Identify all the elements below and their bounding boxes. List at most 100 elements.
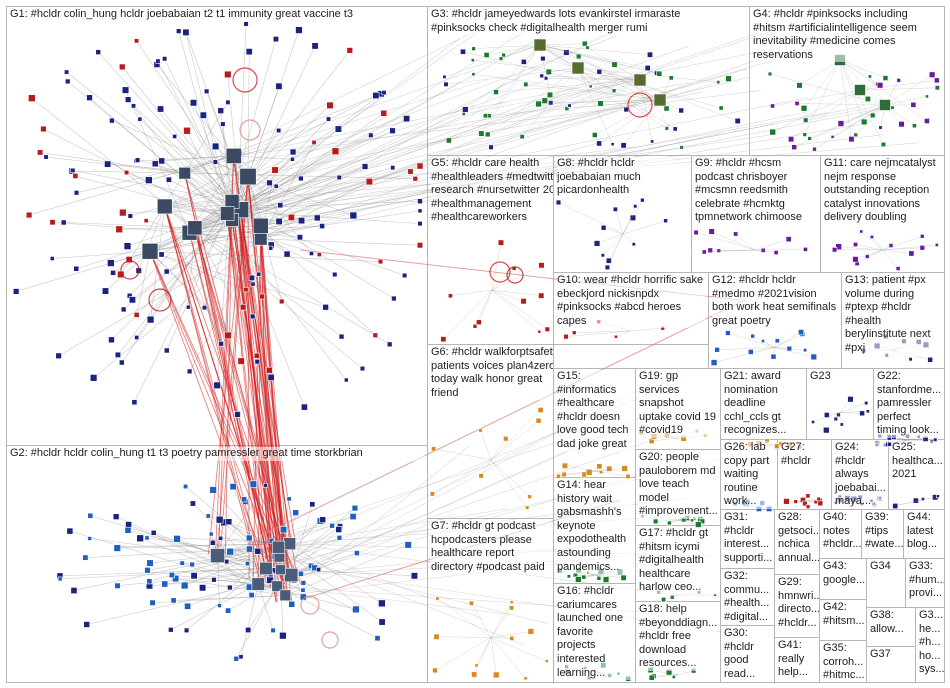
vertex bbox=[279, 526, 288, 534]
vertex bbox=[563, 49, 570, 56]
vertex bbox=[331, 147, 340, 156]
vertex bbox=[391, 295, 397, 302]
edge bbox=[839, 59, 886, 79]
vertex bbox=[190, 572, 198, 580]
edge bbox=[437, 598, 492, 638]
vertex bbox=[493, 671, 500, 679]
vertex bbox=[520, 298, 527, 305]
edge bbox=[450, 289, 493, 297]
vertex bbox=[934, 77, 940, 84]
vertex bbox=[401, 272, 408, 279]
vertex bbox=[245, 626, 252, 633]
vertex bbox=[175, 28, 182, 34]
vertex bbox=[114, 351, 121, 358]
vertex bbox=[501, 52, 506, 58]
group-G10: G10: wear #hcldr horrific sake ebeckjord… bbox=[553, 272, 709, 345]
edge bbox=[598, 99, 661, 144]
vertex bbox=[811, 420, 815, 424]
edge bbox=[258, 583, 510, 615]
edge bbox=[485, 99, 661, 117]
vertex bbox=[761, 339, 765, 343]
edge bbox=[490, 607, 512, 638]
vertex bbox=[876, 82, 884, 89]
vertex bbox=[329, 523, 335, 529]
vertex bbox=[546, 91, 554, 99]
vertex bbox=[133, 312, 140, 318]
vertex bbox=[286, 496, 292, 502]
vertex bbox=[527, 628, 535, 635]
vertex bbox=[25, 211, 33, 219]
edge bbox=[63, 222, 195, 229]
edge bbox=[727, 332, 775, 348]
hub-vertex bbox=[571, 61, 585, 75]
edge bbox=[595, 470, 629, 477]
edge bbox=[150, 206, 166, 320]
vertex bbox=[212, 159, 218, 165]
edge-bundle bbox=[149, 251, 292, 600]
vertex bbox=[429, 491, 436, 497]
edge bbox=[539, 44, 657, 74]
edge bbox=[651, 437, 679, 442]
vertex bbox=[89, 374, 98, 382]
vertex bbox=[520, 58, 527, 65]
vertex bbox=[119, 208, 127, 217]
edge-bundle bbox=[233, 155, 273, 578]
edge bbox=[859, 80, 937, 91]
edge bbox=[149, 251, 247, 290]
vertex bbox=[124, 96, 132, 103]
vertex bbox=[600, 224, 607, 231]
edge bbox=[857, 249, 883, 264]
vertex bbox=[128, 296, 136, 304]
group-label: G30: #hcldr good read... bbox=[724, 627, 772, 682]
edge bbox=[260, 104, 563, 227]
vertex bbox=[325, 116, 332, 122]
vertex bbox=[788, 136, 795, 143]
edge bbox=[237, 86, 280, 209]
edge bbox=[804, 59, 841, 135]
edge bbox=[184, 172, 395, 299]
group-label: G28: getsoci... nchica annual... bbox=[778, 511, 820, 566]
vertex bbox=[750, 333, 755, 339]
vertex bbox=[295, 26, 303, 34]
group-G26: G26: lab copy part waiting routine work.… bbox=[720, 439, 778, 510]
edge bbox=[40, 152, 185, 174]
vertex bbox=[581, 40, 588, 47]
vertex bbox=[442, 74, 447, 79]
edge bbox=[550, 99, 661, 104]
edge bbox=[486, 44, 541, 56]
group-label: G14: hear history wait gabsmashh's keyno… bbox=[557, 479, 633, 575]
vertex bbox=[591, 132, 598, 138]
edge bbox=[133, 105, 241, 210]
group-G44: G44: latest blog... bbox=[903, 509, 945, 559]
vertex bbox=[203, 88, 210, 94]
edge bbox=[233, 155, 293, 160]
vertex bbox=[433, 633, 440, 640]
edge bbox=[237, 45, 689, 209]
vertex bbox=[888, 243, 894, 248]
edge bbox=[194, 227, 300, 238]
vertex bbox=[182, 28, 190, 36]
edge bbox=[184, 102, 229, 174]
group-G18: G18: help #beyonddiagn... #hcldr free do… bbox=[635, 601, 721, 683]
edge bbox=[855, 244, 883, 251]
edge bbox=[260, 171, 411, 227]
vertex bbox=[87, 512, 94, 519]
vertex bbox=[605, 257, 612, 264]
edge bbox=[257, 583, 274, 631]
vertex bbox=[921, 497, 925, 501]
vertex bbox=[785, 236, 792, 243]
vertex bbox=[556, 473, 561, 479]
edge bbox=[247, 51, 250, 177]
edge bbox=[189, 220, 302, 234]
edge bbox=[794, 104, 886, 148]
vertex bbox=[211, 142, 220, 151]
edge bbox=[279, 556, 549, 625]
vertex bbox=[869, 112, 876, 119]
vertex bbox=[218, 340, 224, 347]
edge bbox=[260, 177, 340, 226]
vertex bbox=[648, 674, 655, 681]
edge bbox=[164, 105, 475, 207]
vertex bbox=[878, 125, 883, 130]
group-label: G41: really help... bbox=[778, 639, 817, 680]
